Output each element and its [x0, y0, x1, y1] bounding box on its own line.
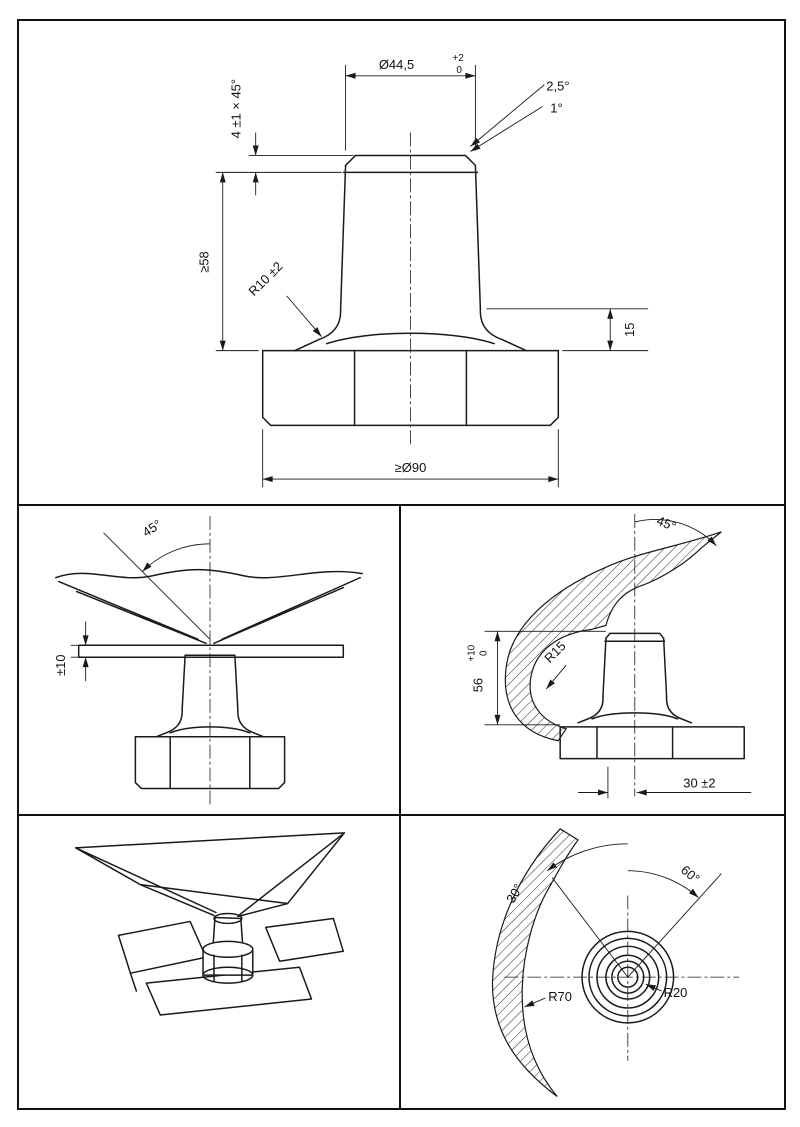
dimension-taper-angles: 2,5° 1° — [470, 79, 570, 152]
dim-label-fillet-radius: R10 ±2 — [245, 259, 285, 299]
pin-plan-circles — [581, 931, 675, 1025]
dim-label-taper-min: 1° — [550, 101, 562, 116]
panel-section-view: 45° 56 +10 0 R15 — [401, 506, 784, 814]
dim-label-cam-radius: R70 — [548, 989, 572, 1004]
dim-label-chamfer: 4 ±1 × 45° — [229, 79, 244, 138]
dimension-plate-offset: ±10 — [53, 621, 99, 682]
drawing-frame: Ø44,5 +2 0 4 ±1 × 45° 2,5° 1° — [17, 19, 786, 1110]
section-view-drawing: 45° 56 +10 0 R15 — [467, 513, 752, 799]
center-lines — [504, 895, 740, 1062]
funnel-outline — [55, 568, 363, 658]
panel-isometric-view — [19, 816, 401, 1110]
dim-label-top-diameter: Ø44,5 — [379, 57, 414, 72]
panel-plan-view: 60° 30° R70 R20 — [401, 816, 784, 1109]
dim-label-top-diameter-tol-low: 0 — [456, 65, 462, 76]
dimension-top-diameter: Ø44,5 +2 0 — [345, 53, 476, 151]
cam-profile-section — [491, 828, 579, 1098]
dimension-chamfer: 4 ±1 × 45° — [215, 79, 354, 196]
dim-label-entry-angle: 45° — [140, 516, 165, 539]
dim-label-top-diameter-tol-up: +2 — [452, 53, 464, 64]
coupling-jaw-section — [504, 531, 722, 742]
dimension-min-height: ≥58 — [197, 172, 259, 352]
isometric-view-drawing — [74, 832, 346, 1017]
dim-label-pocket-tol-low: 0 — [479, 650, 490, 656]
dimension-min-base-diameter: ≥Ø90 — [262, 429, 559, 488]
pin-and-nut-outline — [202, 913, 254, 985]
dim-label-pin-radius: R20 — [664, 985, 688, 1000]
plan-view-drawing: 60° 30° R70 R20 — [491, 828, 740, 1098]
dimension-entry-angle: 45° — [634, 513, 717, 547]
panel-front-view: Ø44,5 +2 0 4 ±1 × 45° 2,5° 1° — [19, 21, 784, 504]
pin-outline — [134, 654, 286, 790]
dimension-pocket-depth: 56 +10 0 — [467, 630, 606, 726]
dimension-axis-offset: 30 ±2 — [578, 766, 752, 799]
dim-label-sweep-right: 60° — [678, 863, 703, 887]
panel-funnel-view: 45° ±10 — [19, 506, 401, 815]
front-view-drawing: Ø44,5 +2 0 4 ±1 × 45° 2,5° 1° — [197, 53, 649, 488]
dim-label-collar-height: 15 — [622, 323, 637, 337]
funnel-view-drawing: 45° ±10 — [53, 515, 363, 805]
dim-label-min-height: ≥58 — [197, 251, 212, 273]
funnel-outline — [74, 832, 346, 918]
dim-label-taper-max: 2,5° — [546, 79, 569, 94]
dim-label-plate-offset: ±10 — [53, 654, 68, 675]
pin-outline — [559, 632, 745, 760]
dim-label-min-base-diameter: ≥Ø90 — [395, 460, 427, 475]
dimension-collar-height: 15 — [486, 308, 649, 352]
dimension-entry-angle: 45° — [103, 516, 211, 640]
dimension-fillet-radius: R10 ±2 — [245, 259, 322, 337]
dim-label-pocket-tol-up: +10 — [467, 644, 478, 661]
middle-row: 45° ±10 — [19, 504, 784, 815]
dim-label-entry-angle: 45° — [655, 513, 679, 534]
dim-label-axis-offset: 30 ±2 — [683, 776, 715, 791]
dim-label-pocket-depth: 56 — [471, 678, 486, 692]
kingpin-outline — [261, 154, 560, 427]
dimension-radii: R70 R20 — [524, 984, 688, 1008]
bottom-row: 60° 30° R70 R20 — [19, 814, 784, 1110]
